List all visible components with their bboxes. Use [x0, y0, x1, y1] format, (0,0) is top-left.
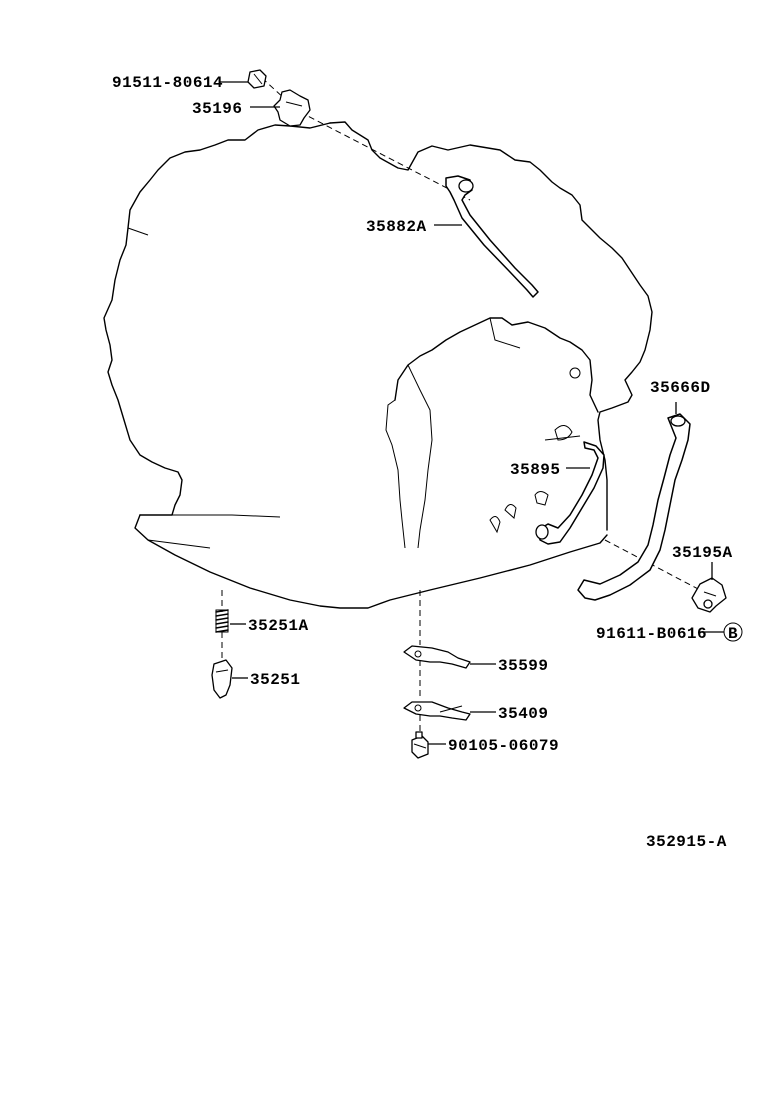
label-hose-right: 35666D: [650, 379, 711, 397]
oil-tube-lower: [535, 441, 605, 545]
clamp-top: [273, 89, 311, 127]
label-bolt-top: 91511-80614: [112, 74, 223, 92]
label-tube-lower: 35895: [510, 461, 561, 479]
converter-housing: [385, 317, 599, 549]
label-bolt-right: 91611-B0616: [596, 625, 707, 643]
label-clamp-top: 35196: [192, 100, 243, 118]
label-figure-code: 352915-A: [646, 833, 727, 851]
bolt-top: [247, 69, 267, 89]
bracket-plate-lower: [403, 701, 471, 721]
clamp-right: [691, 577, 727, 613]
bracket-plate-upper: [403, 645, 471, 669]
label-spring: 35251A: [248, 617, 309, 635]
label-bolt-right-ref: B: [728, 625, 738, 643]
oil-tube-upper: [445, 175, 539, 298]
label-plate-upper: 35599: [498, 657, 549, 675]
label-plate-lower: 35409: [498, 705, 549, 723]
transmission-case: [103, 121, 653, 609]
ref-circle-b: [723, 622, 743, 642]
bolt-bottom: [411, 731, 429, 759]
oil-hose-right: [577, 413, 691, 601]
detent-lever: [211, 659, 233, 699]
label-detent: 35251: [250, 671, 301, 689]
leader-lines: [220, 81, 724, 745]
label-bolt-bottom: 90105-06079: [448, 737, 559, 755]
label-clamp-right: 35195A: [672, 544, 733, 562]
label-tube-upper: 35882A: [366, 218, 427, 236]
detent-spring: [215, 609, 229, 633]
